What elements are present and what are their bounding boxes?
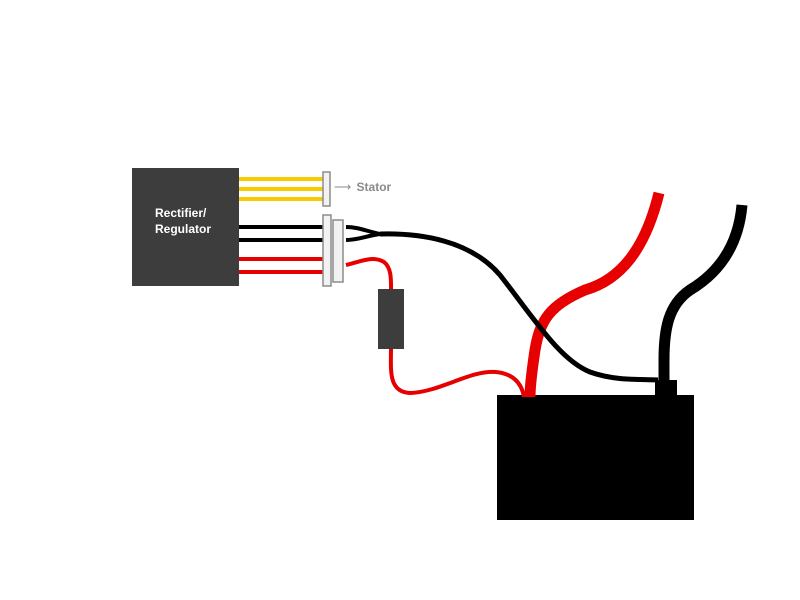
connector-male — [322, 214, 332, 287]
rectifier-regulator-module — [132, 168, 239, 286]
stator-label: Stator — [356, 180, 392, 194]
positive-wire — [345, 257, 394, 293]
negative-wire-to-battery — [379, 231, 659, 383]
battery-negative-lead — [658, 204, 748, 384]
battery-positive-lead — [524, 191, 665, 398]
negative-wire-b — [345, 232, 381, 242]
arrow-right-icon: ⟶ — [334, 180, 352, 194]
battery-negative-terminal — [655, 380, 677, 397]
battery — [497, 395, 694, 520]
connector-female — [332, 219, 344, 283]
inline-fuse — [378, 289, 404, 349]
stator-callout: ⟶ Stator — [334, 180, 391, 194]
stator-connector — [322, 171, 331, 207]
module-label-line1: Rectifier/ — [155, 206, 207, 220]
module-label: Rectifier/ Regulator — [155, 205, 211, 237]
module-label-line2: Regulator — [155, 222, 212, 236]
positive-wire-to-battery — [388, 347, 526, 398]
